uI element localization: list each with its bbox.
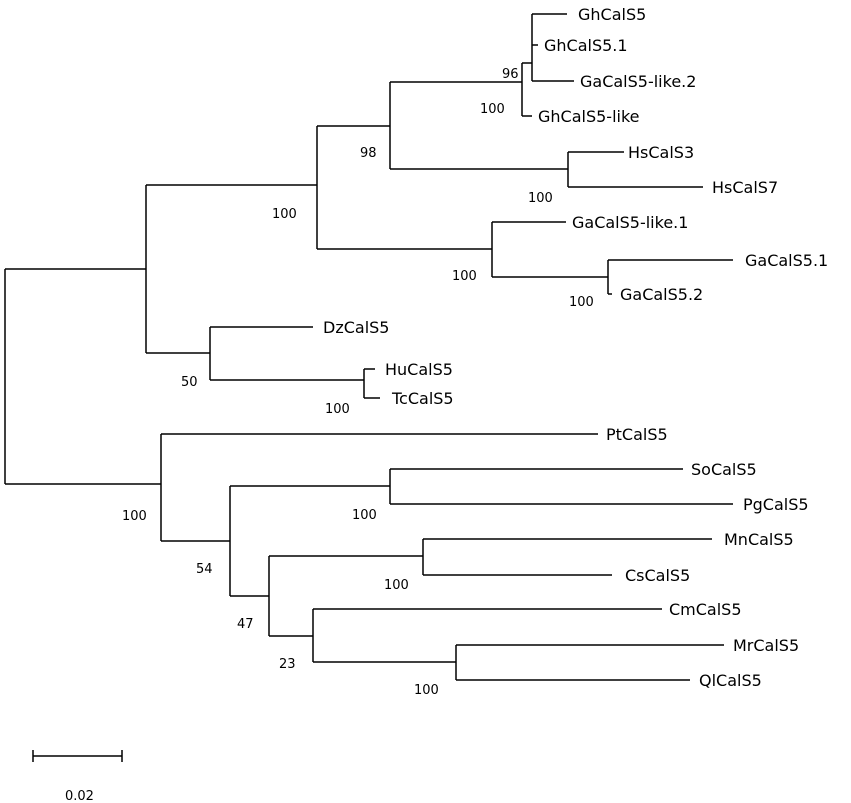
branch-gh-inner bbox=[531, 13, 574, 82]
tip-label: HsCalS3 bbox=[628, 143, 694, 162]
bootstrap-value: 47 bbox=[237, 617, 254, 632]
bootstrap-value: 100 bbox=[414, 683, 439, 698]
tip-label: GhCalS5.1 bbox=[544, 36, 628, 55]
tip-label: GaCalS5.1 bbox=[745, 251, 828, 270]
branch-gossypium-hibiscus-clade bbox=[316, 125, 492, 250]
branch-cm-group bbox=[312, 608, 662, 663]
tip-label: TcCalS5 bbox=[391, 389, 454, 408]
bootstrap-labels: 96 100 98 100 100 100 100 50 100 100 100… bbox=[122, 67, 594, 698]
tree-branches bbox=[4, 13, 733, 681]
branch-gh-subclade bbox=[521, 62, 532, 117]
tip-label: QlCalS5 bbox=[699, 671, 762, 690]
tip-label: DzCalS5 bbox=[323, 318, 389, 337]
branch-mn-cs bbox=[422, 538, 712, 576]
tip-label: SoCalS5 bbox=[691, 460, 757, 479]
bootstrap-value: 100 bbox=[325, 402, 350, 417]
tip-label: GhCalS5 bbox=[578, 5, 646, 24]
bootstrap-value: 100 bbox=[528, 191, 553, 206]
bootstrap-value: 96 bbox=[502, 67, 519, 82]
tip-label: GaCalS5-like.1 bbox=[572, 213, 688, 232]
bootstrap-value: 50 bbox=[181, 375, 198, 390]
tip-label: MrCalS5 bbox=[733, 636, 799, 655]
branch-lower-clade bbox=[160, 433, 598, 542]
tip-labels: GhCalS5 GhCalS5.1 GaCalS5-like.2 GhCalS5… bbox=[323, 5, 828, 690]
tip-label: HsCalS7 bbox=[712, 178, 778, 197]
branch-hu-tc bbox=[363, 368, 380, 399]
branch-dz-clade bbox=[209, 326, 364, 381]
tip-label: CmCalS5 bbox=[669, 600, 742, 619]
branch-ga-clade bbox=[491, 221, 608, 278]
bootstrap-value: 23 bbox=[279, 657, 296, 672]
tip-label: HuCalS5 bbox=[385, 360, 453, 379]
bootstrap-value: 54 bbox=[196, 562, 213, 577]
branch-so-pg bbox=[389, 468, 733, 505]
bootstrap-value: 100 bbox=[352, 508, 377, 523]
scale-bar: 0.02 bbox=[32, 750, 123, 803]
tip-label: PgCalS5 bbox=[743, 495, 809, 514]
bootstrap-value: 100 bbox=[122, 509, 147, 524]
scale-bar-line bbox=[32, 750, 123, 762]
bootstrap-value: 100 bbox=[272, 207, 297, 222]
bootstrap-value: 100 bbox=[384, 578, 409, 593]
branch-ga51-ga52 bbox=[607, 259, 733, 295]
branch-root bbox=[4, 268, 161, 485]
branch-mr-ql bbox=[455, 644, 724, 681]
tip-label: CsCalS5 bbox=[625, 566, 690, 585]
bootstrap-value: 100 bbox=[480, 102, 505, 117]
branch-so-group bbox=[229, 485, 390, 597]
tip-label: GaCalS5-like.2 bbox=[580, 72, 696, 91]
tip-label: PtCalS5 bbox=[606, 425, 668, 444]
tip-label: GaCalS5.2 bbox=[620, 285, 703, 304]
bootstrap-value: 100 bbox=[452, 269, 477, 284]
branch-mn-group bbox=[268, 555, 423, 637]
branch-hs-clade bbox=[567, 151, 703, 188]
tip-label: MnCalS5 bbox=[724, 530, 794, 549]
branch-upper-clade bbox=[145, 184, 317, 354]
bootstrap-value: 98 bbox=[360, 146, 377, 161]
tip-label: GhCalS5-like bbox=[538, 107, 640, 126]
scale-bar-label: 0.02 bbox=[65, 789, 94, 803]
branch-gh-hs-clade bbox=[389, 81, 568, 170]
bootstrap-value: 100 bbox=[569, 295, 594, 310]
